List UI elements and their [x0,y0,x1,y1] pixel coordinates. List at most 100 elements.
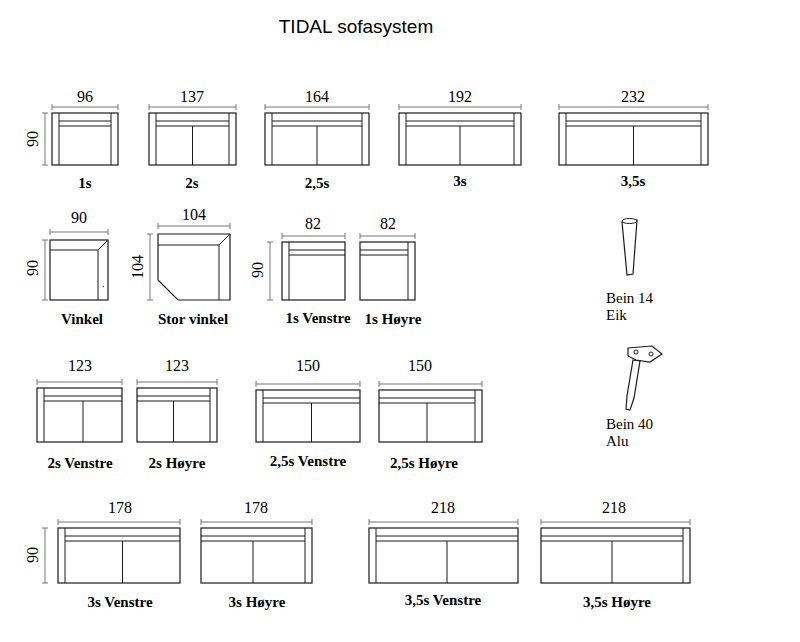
outline-line [427,403,428,442]
outline-line [360,255,408,256]
outline-line [98,240,108,250]
dimension-tick [369,104,370,110]
outline-line [566,121,701,122]
module-name: 3s Venstre [87,594,152,611]
module-name: 1s [78,175,91,192]
outline-line [122,541,123,583]
dimension-tick [518,519,519,525]
dimension-line [37,382,122,383]
dimension-tick [52,104,53,110]
dimension-tick [147,300,153,301]
dimension-line [256,384,360,385]
title: TIDAL sofasystem [279,17,434,38]
module-name: 2s Venstre [47,455,112,472]
sofa-module [360,242,415,300]
dimension-label: 150 [408,357,432,375]
dimension-tick [149,104,150,110]
outline-line [201,536,305,537]
dimension-label: 232 [621,88,645,106]
outline-line [219,245,220,300]
dimension-line [50,232,108,233]
wood-leg [622,220,637,275]
dimension-tick [236,104,237,110]
leg-label: Bein 40 Alu [606,416,666,449]
dimension-line [265,107,369,108]
dimension-line [399,107,521,108]
dimension-tick [521,104,522,110]
dimension-label: 137 [180,88,204,106]
corner-module [50,240,108,300]
outline-line [263,398,360,399]
outline-line [311,403,312,442]
module-name: 2,5s Venstre [270,453,346,470]
dimension-tick [122,379,123,385]
dimension-tick [158,223,159,229]
outline-line [65,536,180,537]
dimension-tick [379,381,380,387]
dimension-tick [118,104,119,110]
dimension-tick [137,379,138,385]
outline-line [103,286,104,287]
dimension-label: 90 [24,131,42,147]
outline-line [173,401,174,442]
dimension-line [52,107,118,108]
sofa-module [201,528,312,583]
module-name: 1s Høyre [365,311,422,328]
dimension-tick [37,379,38,385]
dimension-tick [267,242,273,243]
dimension-tick [147,234,153,235]
outline-line [376,536,518,537]
dimension-label: 164 [305,88,329,106]
outline-line [253,541,254,583]
dimension-label: 90 [24,260,42,276]
dimension-label: 96 [77,88,93,106]
dimension-tick [345,233,346,239]
module-name: Stor vinkel [158,311,228,328]
wood-leg-top [622,219,637,224]
dimension-tick [42,113,48,114]
outline-line [289,255,345,256]
outline-line [219,234,230,245]
dimension-tick [256,381,257,387]
dimension-tick [108,229,109,235]
sofa-module [369,528,518,583]
module-name: 3,5s Venstre [405,592,481,609]
dimension-label: 123 [68,357,92,375]
dimension-label: 192 [448,88,472,106]
sofa-module [265,113,369,165]
sofa-module [256,390,360,442]
outline-line [612,541,613,583]
outline-line [317,126,318,165]
module-name: 3s [453,173,466,190]
outline-line [633,126,634,165]
dimension-line [282,236,345,237]
module-name: 3,5s [621,173,646,190]
module-name: Vinkel [61,311,103,328]
screw-hole [634,350,638,354]
outline-line [460,126,461,165]
dimension-label: 82 [305,215,321,233]
dimension-tick [282,233,283,239]
dimension-line [149,107,236,108]
outline-line [289,250,345,251]
outline-line [406,121,514,122]
dimension-tick [690,519,691,525]
sofa-module [149,113,236,165]
outline-line [59,126,111,127]
outline-line [289,242,290,300]
dimension-line [158,226,230,227]
dimension-line [45,528,46,583]
outline-line [192,126,193,165]
module-name: 2,5s Høyre [390,455,458,472]
module-name: 2s Høyre [149,455,206,472]
module-name: 3s Høyre [229,594,286,611]
sofa-module [282,242,345,300]
sofa-module [58,528,180,583]
dimension-tick [360,233,361,239]
dimension-label: 123 [165,357,189,375]
outline-line [379,398,475,399]
dimension-line [360,236,415,237]
dimension-tick [559,104,560,110]
